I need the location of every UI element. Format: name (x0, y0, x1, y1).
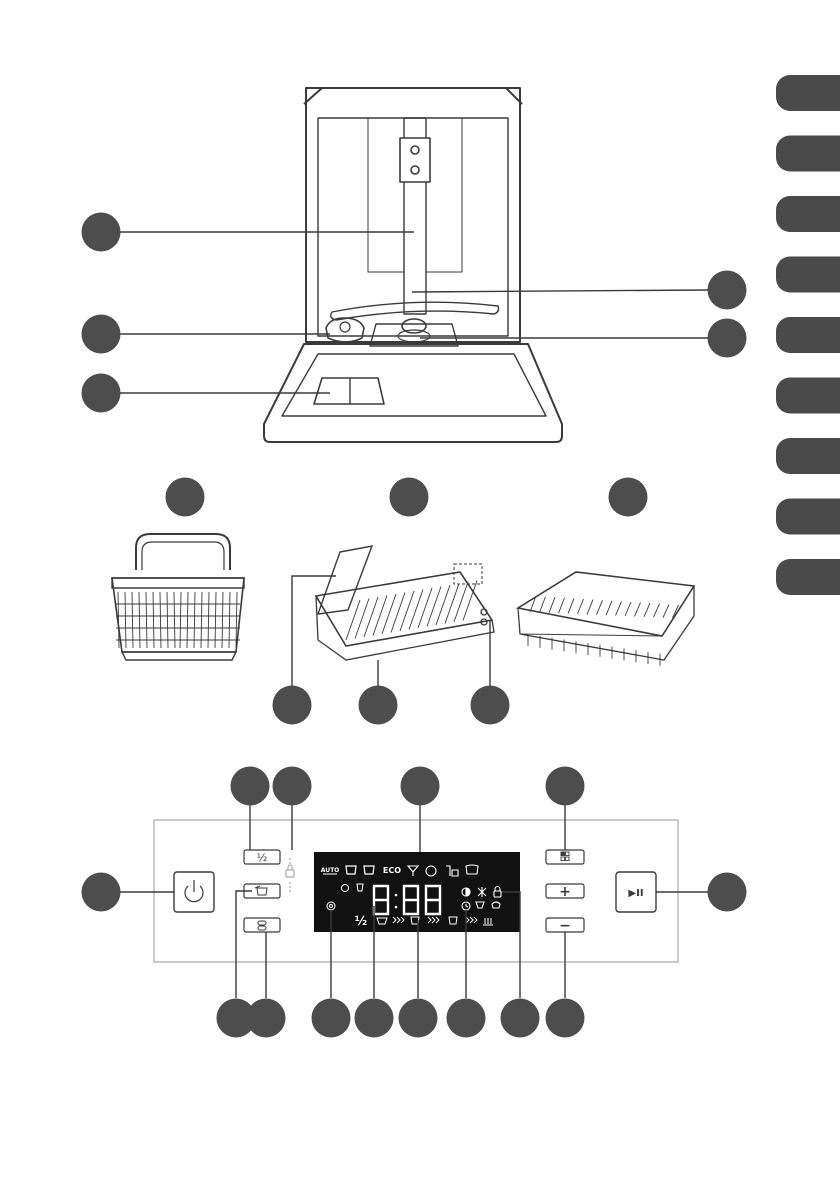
rack-tine (587, 600, 593, 615)
rack-tine (635, 603, 641, 617)
minus-label: − (559, 918, 571, 934)
display-half-load: ½ (355, 914, 367, 928)
half-load-button[interactable]: ½ (244, 850, 280, 864)
rack-tine (364, 597, 378, 637)
callout-marker (546, 999, 585, 1038)
side-tab (776, 378, 840, 414)
rack-tine (373, 596, 387, 636)
callout-marker (273, 767, 312, 806)
callout-marker (312, 999, 351, 1038)
callout-marker (390, 478, 429, 517)
detergent-dispenser (314, 378, 384, 404)
rack-tine (436, 585, 450, 625)
salt-cap-center (340, 322, 350, 332)
cutlery-basket (112, 534, 244, 660)
side-tab (776, 196, 840, 232)
rack-tine (391, 593, 405, 633)
plus-button[interactable]: + (546, 884, 584, 900)
pipe-connector (400, 138, 430, 182)
callout-lines-top (120, 232, 708, 393)
callout-marker (708, 319, 747, 358)
rack-tine (663, 604, 669, 617)
child-lock-bracket (286, 858, 294, 892)
display-eco-label: ECO (383, 866, 401, 875)
callout-marker (82, 213, 121, 252)
rack-tine (382, 594, 396, 634)
rack-tine (400, 591, 414, 631)
side-tab (776, 257, 840, 293)
door-inner (282, 354, 546, 416)
callout-marker (471, 686, 510, 725)
tub-back-left (368, 118, 404, 272)
rack-tine (540, 597, 546, 613)
tub-back-right (426, 118, 462, 272)
rack-tine (654, 604, 660, 617)
rack-tine (549, 597, 555, 613)
display-auto-label: AUTO (321, 867, 340, 874)
callout-marker (166, 478, 205, 517)
rack-tine (644, 603, 650, 617)
callout-marker (231, 767, 270, 806)
rack-tine (355, 599, 369, 639)
callout-marker (355, 999, 394, 1038)
rack-tine (568, 598, 574, 613)
side-tabs (776, 75, 840, 595)
rack-tine (625, 602, 631, 616)
option-button[interactable] (244, 918, 280, 932)
side-tab (776, 317, 840, 353)
start-pause-label: ▶II (628, 888, 643, 899)
lower-rack (518, 572, 694, 666)
rack-tine (559, 598, 565, 613)
program-select-button[interactable] (546, 850, 584, 864)
rack-tine (606, 601, 612, 615)
display: AUTO ECO (314, 852, 520, 932)
callout-marker (708, 873, 747, 912)
lower-spray-arm (331, 302, 499, 320)
callout-marker (546, 767, 585, 806)
callout-marker (82, 315, 121, 354)
cabinet-top (304, 88, 522, 104)
rack-tine (346, 600, 360, 640)
power-button[interactable] (174, 872, 214, 912)
upper-rack (316, 546, 494, 660)
rack-tine (427, 587, 441, 627)
callout-marker (359, 686, 398, 725)
callout-marker (247, 999, 286, 1038)
rack-tine (409, 590, 423, 630)
callout-marker (82, 873, 121, 912)
side-tab (776, 559, 840, 595)
rack-tine (454, 582, 468, 622)
callout-marker (609, 478, 648, 517)
callout-lines-accessories (292, 576, 490, 686)
callout-marker (273, 686, 312, 725)
callout-marker (708, 271, 747, 310)
rack-tine (578, 599, 584, 614)
half-load-label: ½ (257, 851, 268, 864)
side-tab (776, 438, 840, 474)
control-panel: ½ AUTO (154, 820, 678, 962)
rack-tine (418, 588, 432, 628)
side-tab (776, 499, 840, 535)
rack-tine (597, 600, 603, 615)
callout-marker (501, 999, 540, 1038)
rack-tine (616, 601, 622, 615)
callout-marker (401, 767, 440, 806)
callout-marker (447, 999, 486, 1038)
plus-label: + (559, 884, 571, 900)
dishwasher-illustration (264, 88, 562, 442)
cabinet-outline (306, 88, 520, 342)
start-pause-button[interactable]: ▶II (616, 872, 656, 912)
callout-marker (399, 999, 438, 1038)
callout-marker (82, 374, 121, 413)
side-tab (776, 75, 840, 111)
side-tab (776, 136, 840, 172)
minus-button[interactable]: − (546, 918, 584, 934)
rack-tine (445, 584, 459, 624)
